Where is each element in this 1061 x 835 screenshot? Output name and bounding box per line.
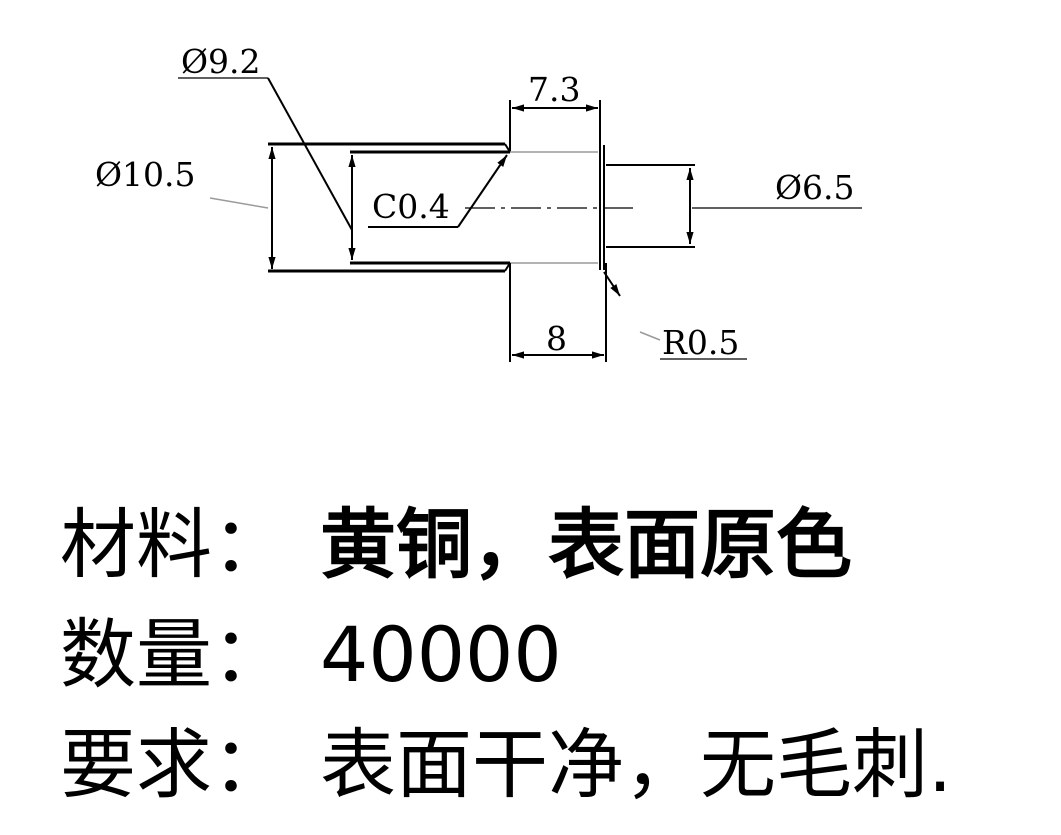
dim-shaft-diameter: Ø6.5 bbox=[686, 168, 862, 244]
notes-block: 材料： 黄铜，表面原色 数量： 40000 要求： 表面干净，无毛刺. bbox=[60, 490, 1050, 820]
dim-shaft-dia-text: Ø6.5 bbox=[775, 168, 855, 207]
note-quantity-label: 数量： bbox=[60, 610, 288, 699]
note-requirement-value: 表面干净，无毛刺. bbox=[320, 720, 953, 809]
dim-outer-diameter: Ø10.5 bbox=[95, 147, 276, 269]
note-material: 材料： 黄铜，表面原色 bbox=[60, 490, 1050, 600]
dim-outer-dia-text: Ø10.5 bbox=[95, 155, 196, 194]
dim-chamfer: C0.4 bbox=[368, 154, 508, 228]
dim-bore-length: 8 bbox=[512, 319, 604, 359]
note-material-value: 黄铜，表面原色 bbox=[320, 500, 852, 589]
dim-chamfer-diameter: Ø9.2 bbox=[178, 42, 356, 260]
dim-chamfer-text: C0.4 bbox=[372, 187, 450, 226]
note-material-label: 材料： bbox=[60, 500, 288, 589]
note-quantity-value: 40000 bbox=[320, 610, 562, 699]
dim-chamfer-dia-text: Ø9.2 bbox=[181, 42, 261, 81]
note-quantity: 数量： 40000 bbox=[60, 600, 1050, 710]
dim-radius: R0.5 bbox=[603, 271, 747, 362]
note-requirement: 要求： 表面干净，无毛刺. bbox=[60, 710, 1050, 820]
note-requirement-label: 要求： bbox=[60, 720, 288, 809]
dim-flange-length: 7.3 bbox=[512, 70, 598, 112]
technical-drawing: Ø10.5 Ø9.2 C0.4 7.3 Ø6.5 8 R0.5 bbox=[95, 42, 862, 362]
dim-radius-text: R0.5 bbox=[662, 323, 739, 362]
dim-bore-len-text: 8 bbox=[546, 319, 567, 358]
part-outline bbox=[268, 100, 695, 362]
dim-flange-len-text: 7.3 bbox=[528, 70, 580, 109]
